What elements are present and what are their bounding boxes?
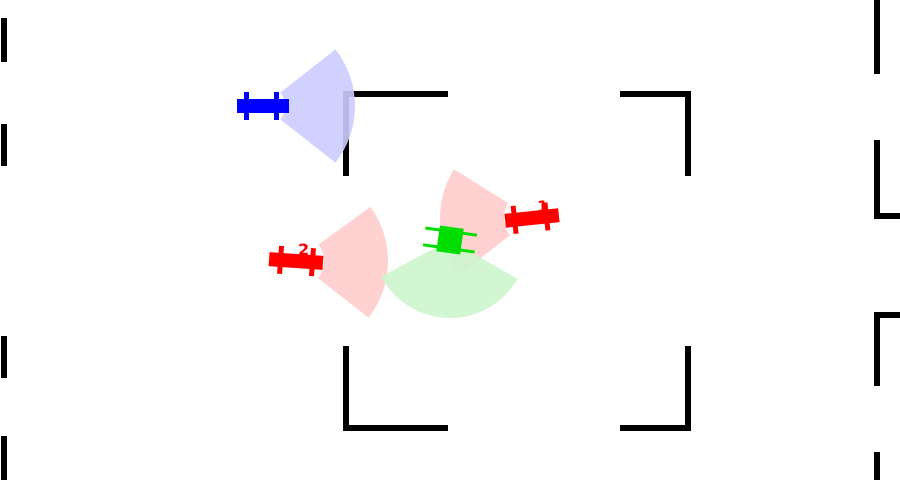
red-agent-2-wheel: [277, 245, 285, 275]
right-boundary-walls: [874, 0, 900, 480]
red-agent-1-label: 1: [537, 197, 548, 216]
red-agent-2-label: 2: [298, 240, 309, 259]
blue-agent-wheel: [244, 92, 249, 120]
blue-agent[interactable]: [237, 92, 289, 120]
wall-corner: [874, 140, 900, 219]
central-room-walls: [343, 91, 691, 431]
red-agent-2-wheel: [308, 248, 316, 277]
red-agent-2-vision-cone: [318, 206, 389, 318]
room-corner-top-right: [620, 91, 691, 176]
red-agent-2[interactable]: [268, 245, 324, 277]
blue-agent-vision-cone: [280, 49, 355, 163]
vision-cones: [280, 49, 518, 318]
green-agent-vision-cone: [381, 244, 518, 318]
red-agent-1-wheel: [510, 205, 519, 235]
red-agent-1[interactable]: [504, 201, 561, 235]
room-corner-top-left: [343, 91, 448, 176]
red-agent-1-wheel: [542, 202, 551, 231]
green-agent-axle: [422, 243, 475, 254]
green-agent-axle: [425, 226, 478, 237]
room-corner-bottom-right: [620, 346, 691, 431]
blue-agent-wheel: [274, 92, 279, 120]
room-corner-bottom-left: [343, 346, 448, 431]
green-agent[interactable]: [422, 224, 478, 257]
wall-corner: [874, 312, 900, 386]
